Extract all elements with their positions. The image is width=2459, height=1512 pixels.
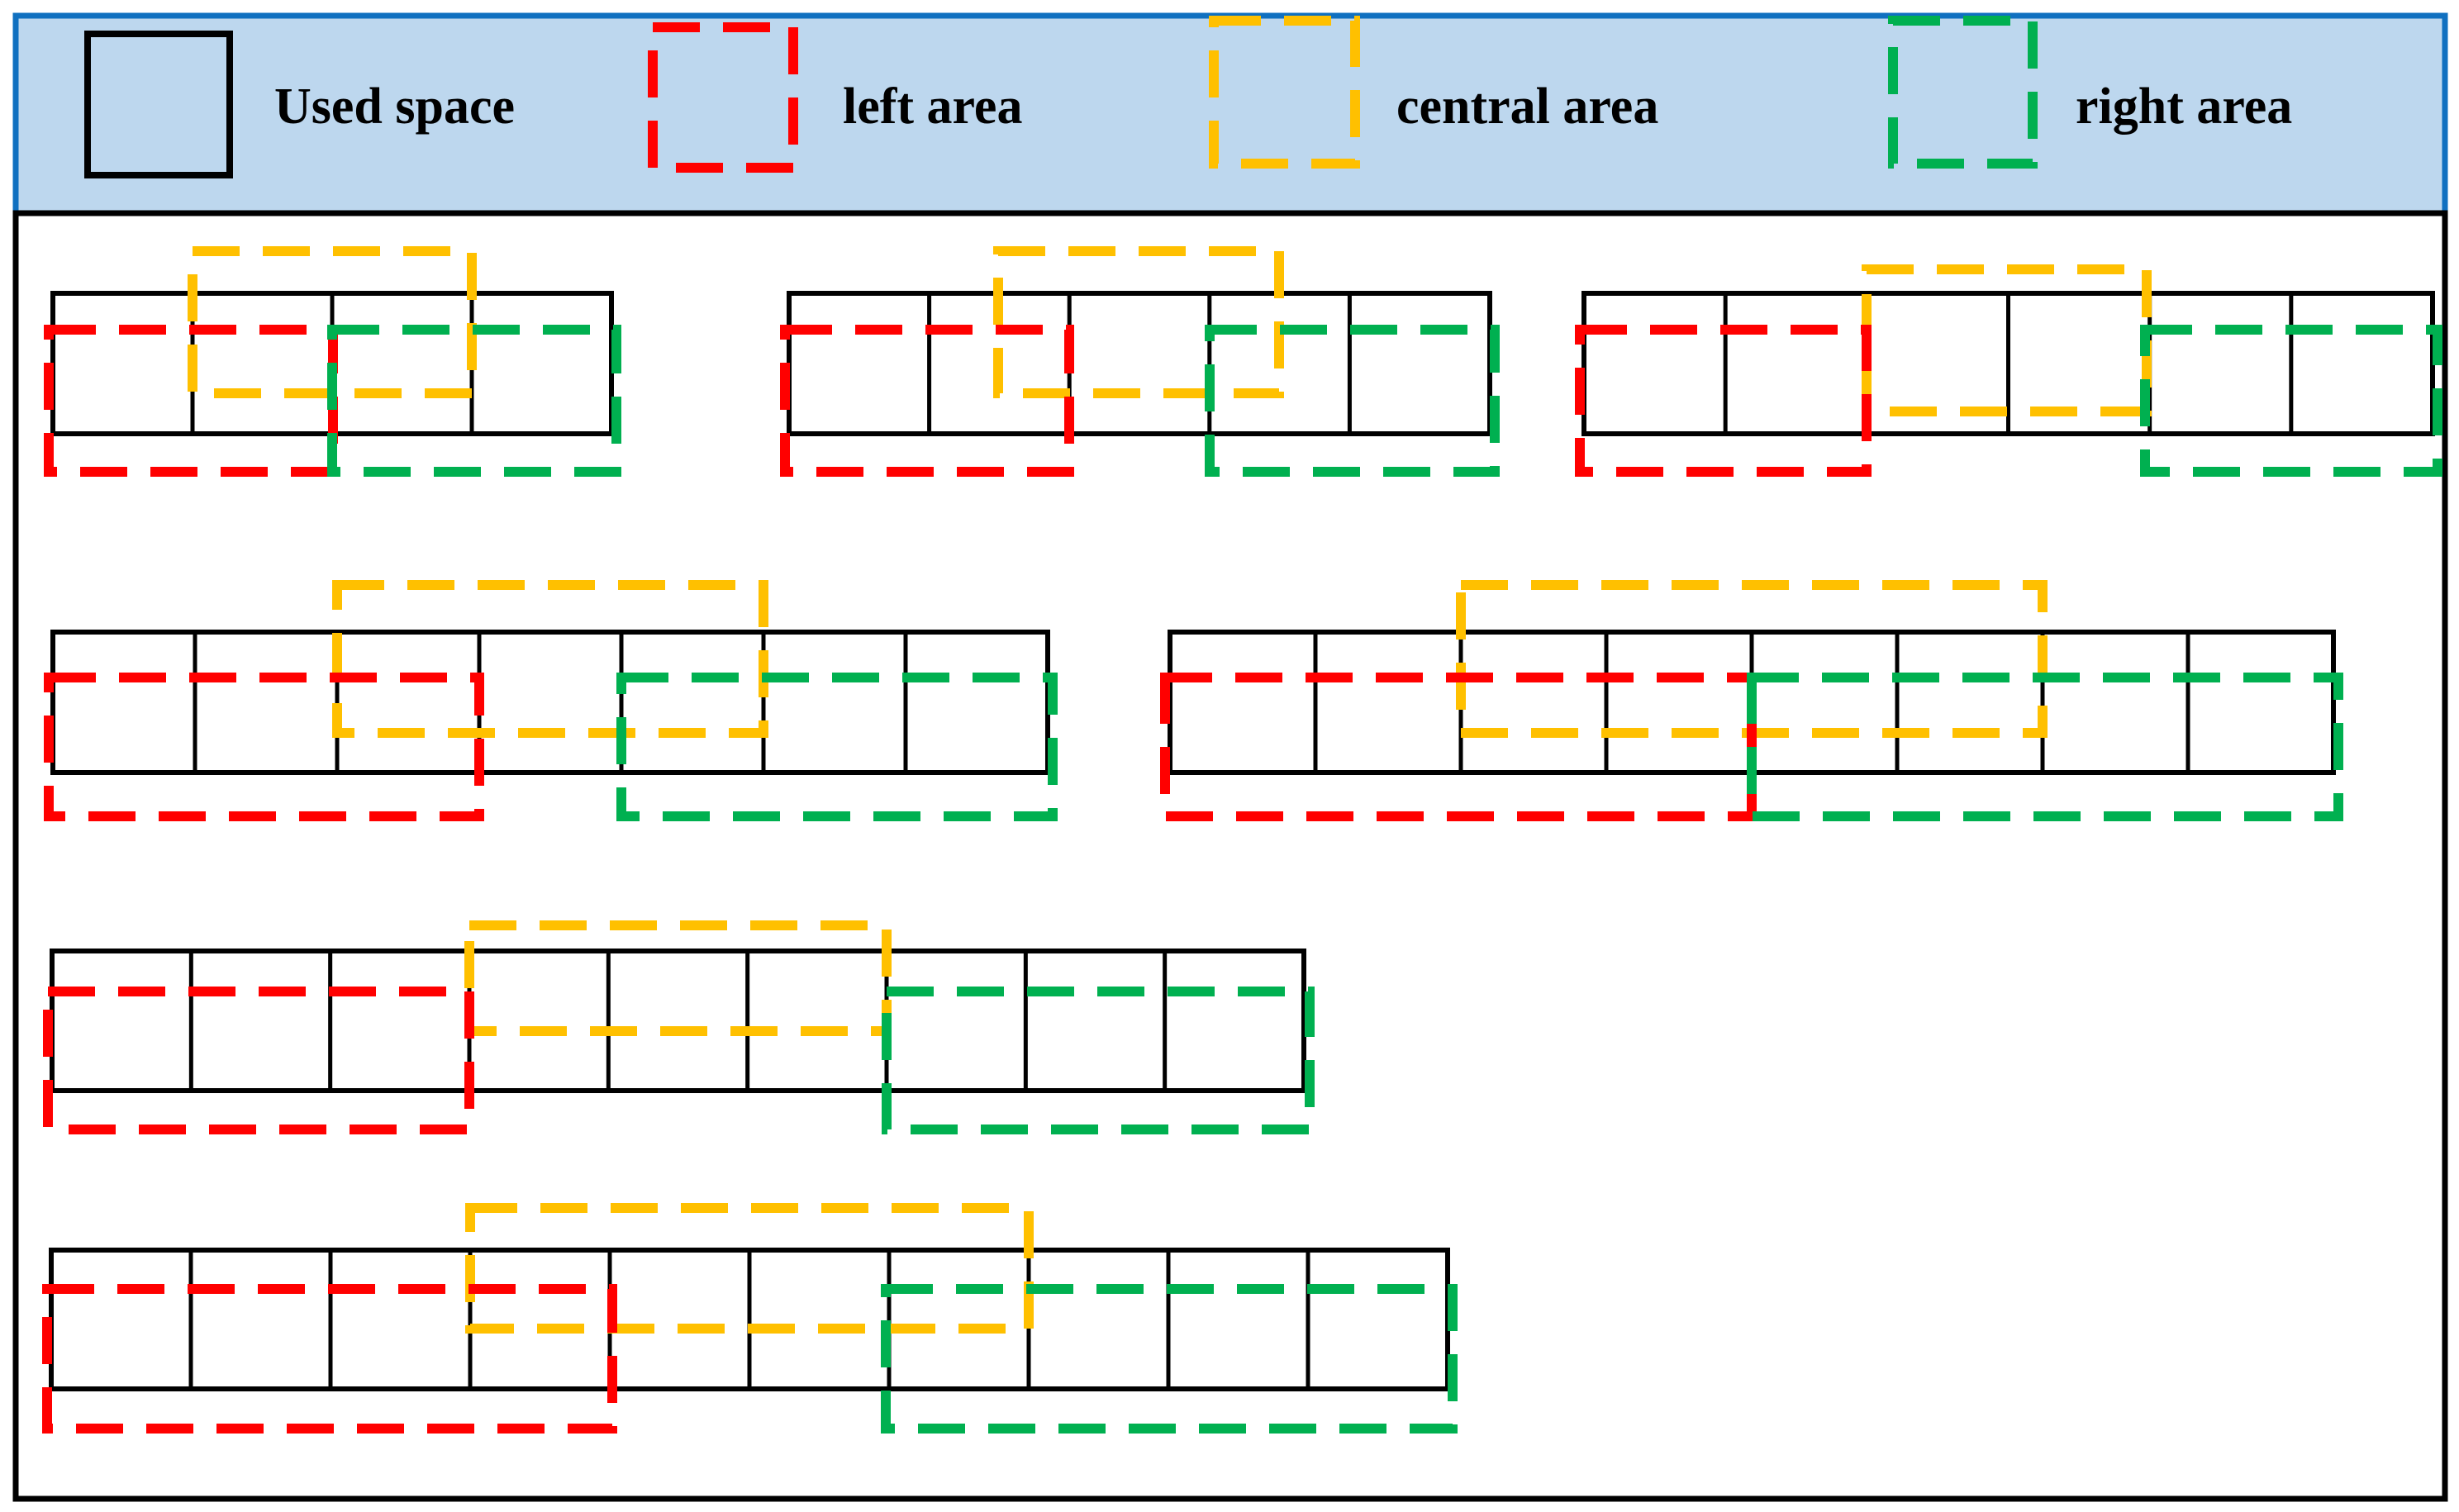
left-area-box bbox=[1575, 325, 1872, 477]
main-content-box bbox=[12, 210, 2448, 1502]
right-area-box bbox=[1205, 325, 1500, 477]
diagrams-root bbox=[42, 246, 2442, 1434]
central-area-box bbox=[464, 920, 892, 1036]
diagram-row2-7cells bbox=[44, 580, 1058, 821]
left-area-box bbox=[42, 1284, 617, 1434]
left-area-box bbox=[43, 987, 474, 1134]
used-space-swatch bbox=[84, 31, 233, 178]
central-area-box bbox=[332, 580, 768, 738]
used-space-label: Used space bbox=[274, 78, 515, 135]
right-area-box bbox=[327, 325, 621, 477]
right-area-swatch bbox=[1888, 16, 2038, 169]
diagram-row1-6cells bbox=[1575, 264, 2442, 477]
central-area-box bbox=[465, 1203, 1034, 1334]
central-area-swatch bbox=[1209, 16, 1360, 169]
legend-item-left-area: left area bbox=[648, 22, 1022, 173]
legend-item-right-area: right area bbox=[1888, 16, 2292, 169]
left-area-box bbox=[44, 673, 484, 821]
legend-item-used-space: Used space bbox=[84, 31, 515, 178]
diagram-row1-5cells bbox=[780, 246, 1500, 477]
legend-background bbox=[12, 12, 2448, 216]
right-area-box bbox=[2140, 325, 2442, 477]
right-area-box bbox=[882, 987, 1315, 1134]
right-area-label: right area bbox=[2076, 78, 2292, 135]
left-area-swatch bbox=[648, 22, 798, 173]
diagram-row1-4cells bbox=[44, 246, 621, 477]
diagram-row3-9cells bbox=[43, 920, 1315, 1134]
right-area-box bbox=[881, 1284, 1458, 1434]
diagram-row4-10cells bbox=[42, 1203, 1458, 1434]
central-area-box bbox=[993, 246, 1284, 398]
right-area-box bbox=[616, 673, 1058, 821]
right-area-box bbox=[1747, 673, 2343, 821]
diagram-row2-8cells bbox=[1160, 580, 2343, 821]
legend-item-central-area: central area bbox=[1209, 16, 1658, 169]
left-area-box bbox=[780, 325, 1074, 477]
left-area-label: left area bbox=[843, 78, 1022, 135]
central-area-label: central area bbox=[1396, 78, 1658, 135]
legend-bar: Used space left area central area right … bbox=[12, 12, 2448, 216]
